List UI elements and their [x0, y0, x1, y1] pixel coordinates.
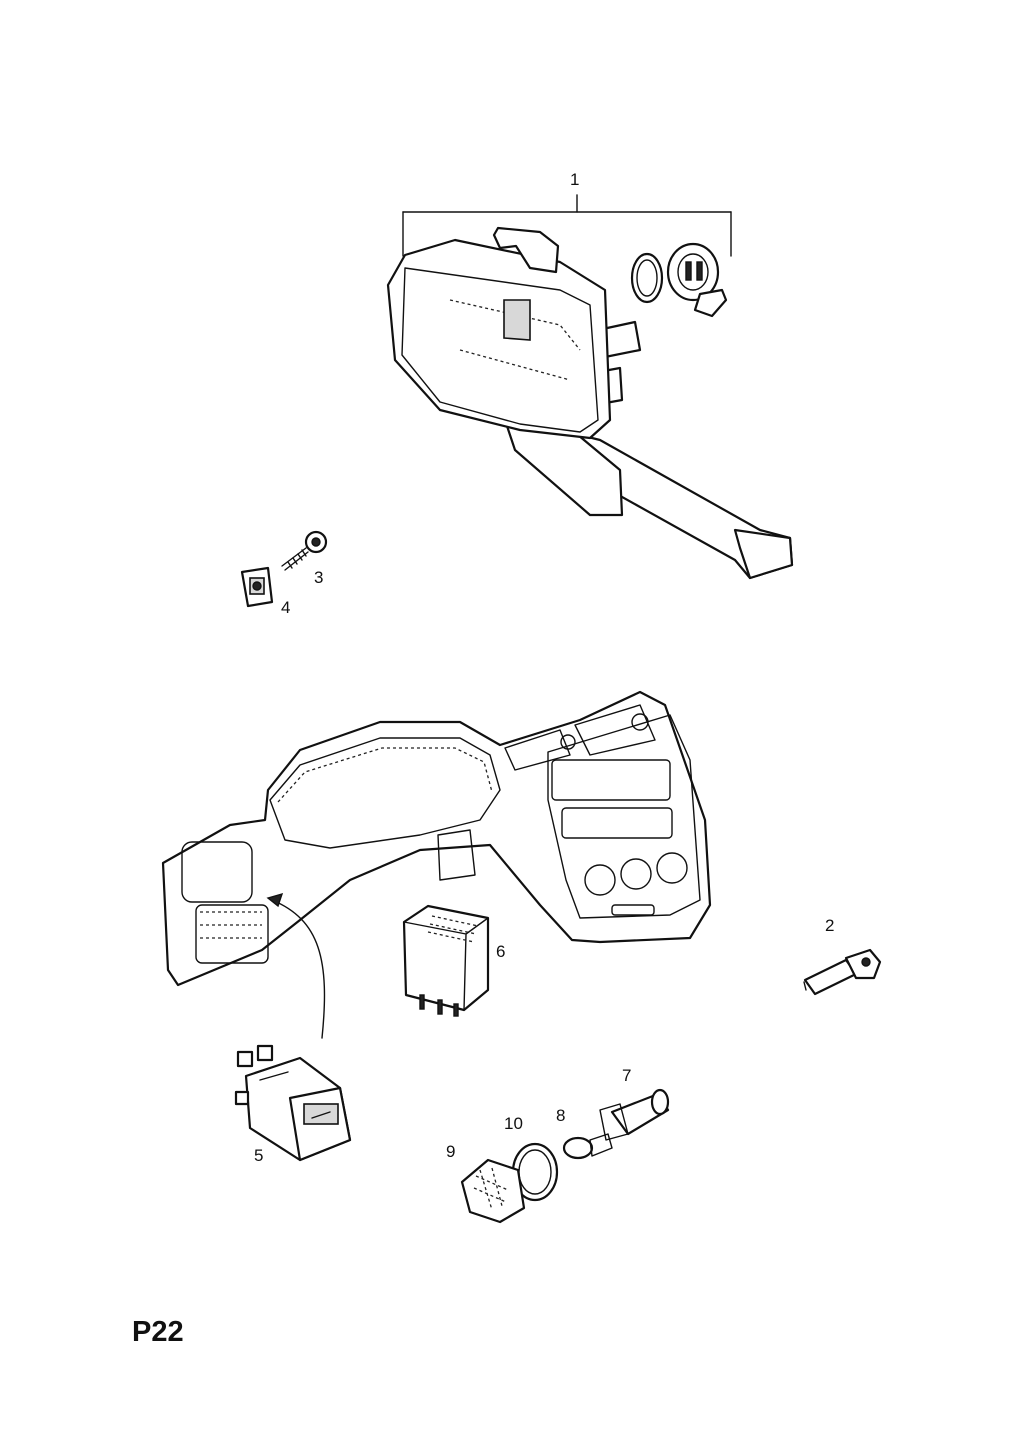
- clip-nut: [240, 566, 274, 608]
- switch-2: [803, 948, 882, 996]
- callout-10: 10: [504, 1114, 523, 1133]
- dashboard-panel: [161, 690, 712, 987]
- callout-7: 7: [622, 1066, 632, 1085]
- callout-6: 6: [496, 942, 506, 961]
- part-1-group-bracket: [402, 194, 732, 257]
- callout-1: 1: [570, 170, 580, 189]
- callout-8: 8: [556, 1106, 566, 1125]
- callout-3: 3: [314, 568, 324, 587]
- fog-lamp-switch: [234, 1044, 352, 1162]
- lens-cover-9: [460, 1158, 526, 1224]
- bulb-holder-7: [599, 1088, 670, 1141]
- screw: [281, 530, 328, 571]
- bulb-holder-socket: [666, 242, 728, 318]
- bulb-seal-ring: [630, 252, 664, 304]
- page-code: P22: [132, 1316, 184, 1348]
- callout-9: 9: [446, 1142, 456, 1161]
- callout-4: 4: [281, 598, 291, 617]
- mounting-arrow: [266, 892, 326, 1039]
- relay: [402, 904, 490, 1017]
- callout-2: 2: [825, 916, 835, 935]
- fog-lamp-assembly: [386, 226, 794, 580]
- callout-5: 5: [254, 1146, 264, 1165]
- bulb-8: [562, 1133, 613, 1160]
